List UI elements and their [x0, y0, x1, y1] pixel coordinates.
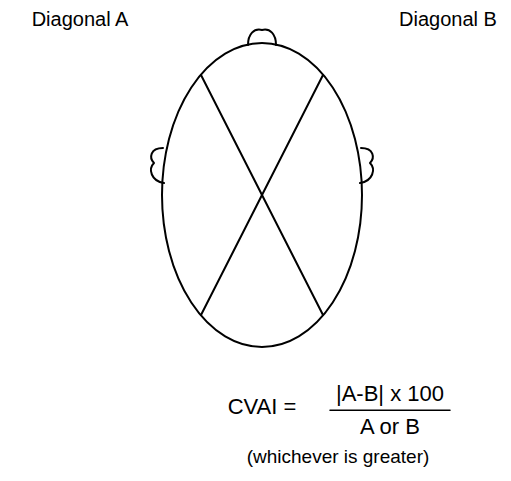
- left-ear: [151, 148, 164, 183]
- formula-term: CVAI =: [228, 394, 297, 419]
- formula-note: (whichever is greater): [247, 446, 430, 468]
- diagonal-b-line: [201, 75, 323, 315]
- diagonal-label: Diagonal A: [32, 8, 129, 31]
- right-ear: [360, 148, 373, 183]
- formula-denominator: A or B: [360, 414, 420, 439]
- diagonal-a-line: [201, 75, 323, 315]
- nose-outline: [248, 30, 276, 45]
- head-outline: [162, 43, 362, 347]
- formula-numerator: |A-B| x 100: [336, 381, 444, 406]
- diagonal-label: Diagonal B: [399, 8, 497, 31]
- fraction-bar: [330, 409, 450, 411]
